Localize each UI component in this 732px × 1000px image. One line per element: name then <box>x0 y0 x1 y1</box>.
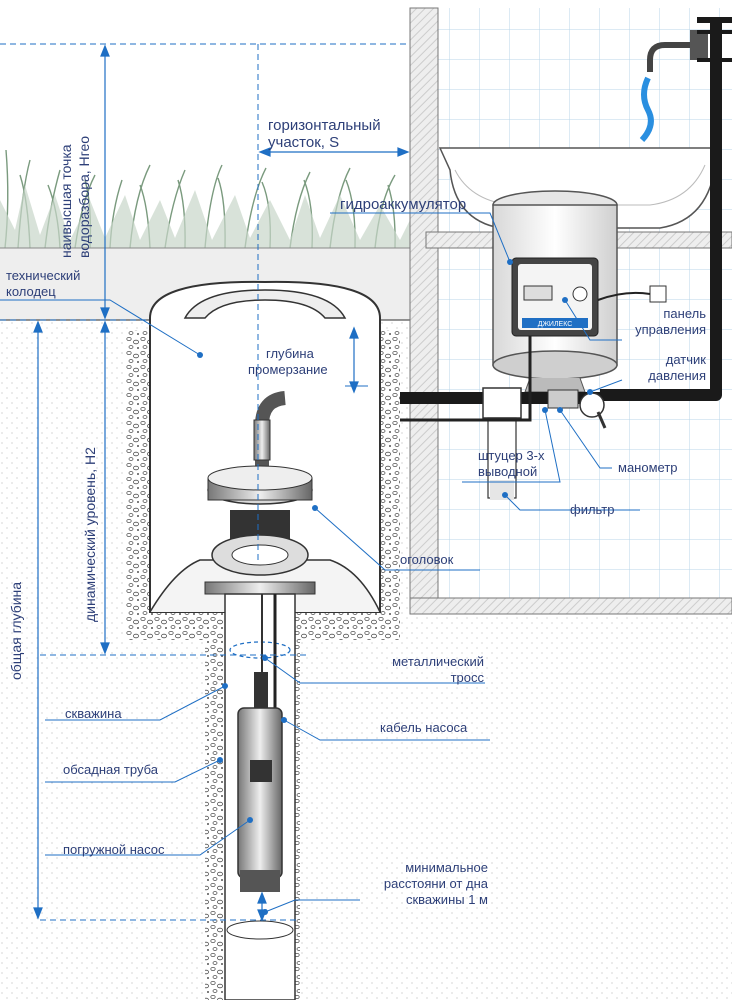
label-dynamic-level: динамический уровень, H2 <box>82 447 98 622</box>
label-pressure-sensor-2: давления <box>648 368 706 383</box>
label-horizontal-section-2: участок, S <box>268 134 340 151</box>
label-borehole: скважина <box>65 706 122 721</box>
label-pump-cable: кабель насоса <box>380 720 468 735</box>
water-stream <box>639 76 654 143</box>
label-filter: фильтр <box>570 502 615 517</box>
label-casing-pipe: обсадная труба <box>63 762 158 777</box>
house-floor <box>409 597 732 615</box>
label-manometer: манометр <box>618 460 678 475</box>
leader-dots <box>197 259 593 915</box>
brand-text: ДЖИЛЕКС <box>538 321 573 328</box>
label-submersible-pump: погружной насос <box>63 842 165 857</box>
filter <box>482 387 522 500</box>
label-well-head: оголовок <box>400 552 454 567</box>
label-steel-rope-2: тросс <box>450 670 484 685</box>
faucet <box>647 42 700 72</box>
label-max-point-2: водоразбора, Hгео <box>76 135 92 258</box>
house-wall <box>409 7 439 611</box>
label-min-distance-1: минимальное <box>405 860 488 875</box>
power-socket <box>649 285 667 303</box>
control-panel: ДЖИЛЕКС <box>511 257 599 337</box>
label-freeze-depth-1: глубина <box>266 346 314 361</box>
label-min-distance-3: скважины 1 м <box>405 892 488 907</box>
label-pressure-tank: гидроаккумулятор <box>340 196 467 213</box>
label-total-depth: общая глубина <box>8 581 24 680</box>
pressure-gauge <box>579 392 605 418</box>
label-max-point-1: наивысшая точка <box>58 144 74 258</box>
label-control-panel-1: панель <box>663 306 706 321</box>
submersible-pump <box>237 672 283 892</box>
dimension-arrows <box>33 44 410 922</box>
label-steel-rope-1: металлический <box>392 654 484 669</box>
caisson-lid <box>183 289 347 319</box>
supply-pipe <box>600 20 722 401</box>
label-tech-well-1: технический <box>6 268 81 283</box>
label-tech-well-2: колодец <box>6 284 56 299</box>
label-horizontal-section-1: горизонтальный <box>268 117 381 134</box>
label-fitting-2: выводной <box>478 464 538 479</box>
label-control-panel-2: управления <box>635 322 706 337</box>
label-pressure-sensor-1: датчик <box>665 352 706 367</box>
label-freeze-depth-2: промерзание <box>248 362 328 377</box>
label-fitting-1: штуцер 3-х <box>478 448 545 463</box>
grass-fill <box>0 185 410 248</box>
well-head <box>204 391 316 595</box>
three-way-fitting <box>547 389 579 409</box>
label-min-distance-2: расстояни от дна <box>383 876 488 891</box>
leader-lines <box>0 212 640 913</box>
